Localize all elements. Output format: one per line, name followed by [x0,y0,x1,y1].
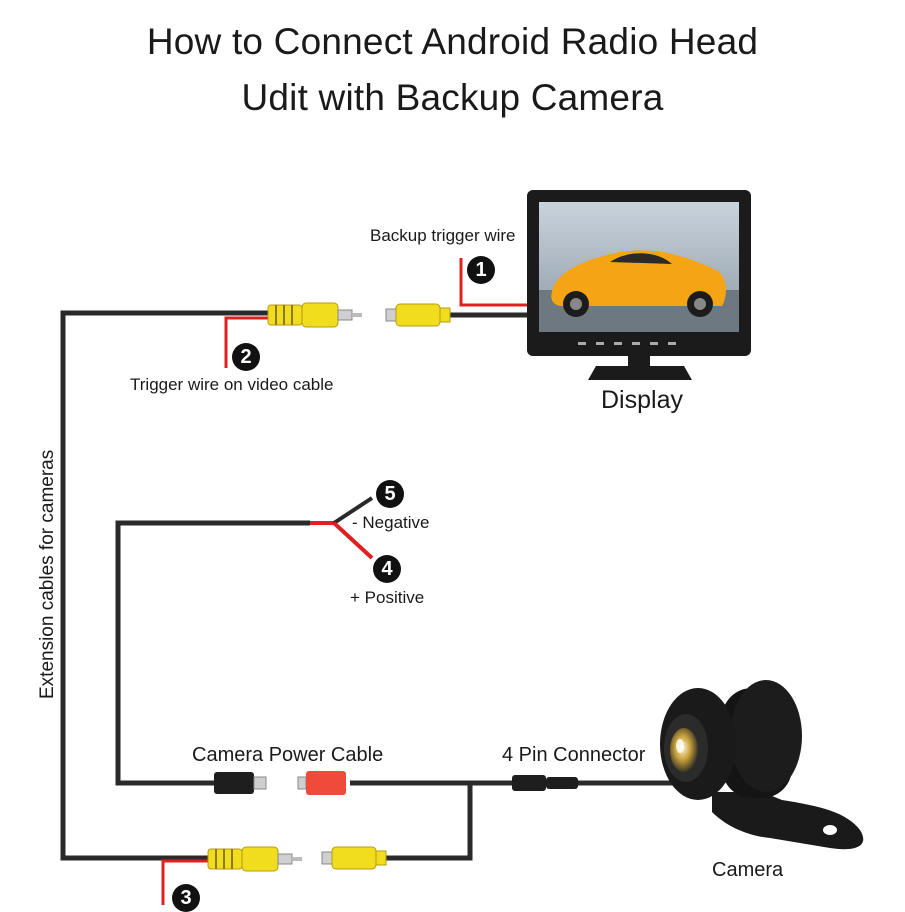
negative-label: - Negative [352,513,430,532]
display-label: Display [601,386,683,414]
rca-female-top [385,303,451,327]
power-split [310,496,374,560]
display-monitor [527,190,751,380]
badge-2: 2 [232,343,260,371]
trigger-wire-on-video-cable-label: Trigger wire on video cable [130,375,334,394]
trigger-wire-on-video-cable [224,316,268,368]
camera-label: Camera [712,859,784,881]
extension-cable-top [60,310,268,861]
camera-power-cable-loop [115,520,310,786]
power-connector-red [297,771,346,795]
camera-cable [350,780,688,861]
four-pin-connector-label: 4 Pin Connector [502,744,646,766]
badge-5: 5 [376,480,404,508]
positive-label: + Positive [350,588,425,607]
camera-power-cable-label: Camera Power Cable [192,744,384,766]
four-pin-connector-shape [512,775,578,791]
power-connector-black [214,772,267,794]
backup-trigger-wire-label: Backup trigger wire [370,226,516,245]
badge-3: 3 [172,884,200,912]
page-title-line-2: Udit with Backup Camera [241,77,664,118]
backup-camera [660,680,864,850]
backup-trigger-wire [459,258,528,307]
rca-male-top [267,302,362,328]
trigger-wire-bottom [161,859,208,905]
page-title-line-1: How to Connect Android Radio Head [146,21,759,62]
extension-cables-label: Extension cables for cameras [37,449,58,699]
badge-1: 1 [467,256,495,284]
badge-4: 4 [373,555,401,583]
rca-female-bottom [321,846,387,870]
rca-male-bottom [207,846,302,872]
